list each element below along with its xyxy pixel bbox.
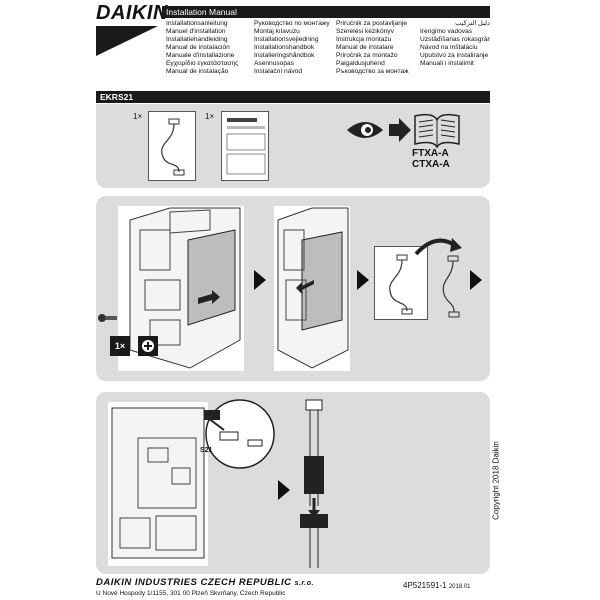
doc-date: 2018.01 [448,584,471,590]
language-title: Asennusopas [254,60,294,67]
wire-harness-icon [161,118,185,176]
harness-qty: 1× [133,112,143,121]
model-ctxa: CTXA-A [412,159,450,170]
read-manual-icon [347,113,460,149]
language-title: Montaj kılavuzu [254,28,300,35]
screw-qty: 1× [110,336,130,356]
language-title: Manual de instalação [166,68,229,75]
arrow-right-icon [278,480,290,500]
arrow-right-icon [357,270,369,290]
manual-title: Installation Manual [162,6,490,18]
screw-icon [98,314,117,322]
language-title: Uzstādīšanas rokasgrāmata [420,36,490,43]
language-title: Εγχειρίδιο εγκατάστασης [166,60,239,67]
model-bar: EKRS21 [96,91,490,103]
curved-arrow-icon [414,238,462,256]
arrow-right-icon [470,270,482,290]
wire-harness-icon [389,254,413,315]
language-title: Návod na inštaláciu [420,44,478,51]
copyright-text: Copyright 2018 Daikin [491,441,501,520]
language-title: Priročnik za montažo [336,52,398,59]
harness-card-step [374,246,428,320]
language-title: Ръководство за монтаж [336,68,409,75]
language-title: Manuale d'installazione [166,52,235,59]
company-name-suffix: s.r.o. [294,580,314,587]
language-title: Priručnik za postavljanje [336,20,408,27]
screwdriver-icon [138,336,158,356]
language-title: Installationshandbok [254,44,315,51]
language-title: Manuel d'installation [166,28,226,35]
brand-logo: DAIKIN [96,2,168,24]
language-list: Installationsanleitung Руководство по мон… [166,20,490,76]
language-title: Irengimo vadovas [420,28,473,35]
language-title: Szerelési kézikönyv [336,28,394,35]
corner-triangle [96,26,158,56]
unit-open-illustration [118,206,244,371]
manual-sheet [221,111,269,181]
language-title: Instrukcja montażu [336,36,392,43]
language-title: دليل التركيب [455,20,490,27]
pcb-illustration [108,399,275,566]
document-number: 4P521591-1 2018.01 [403,581,471,590]
language-title: Installatiehandleiding [166,36,228,43]
document-icon [226,118,266,175]
language-title: Uputstvo za instaliranje [420,52,489,59]
language-title: Installeringshåndbok [254,52,315,59]
compatible-models: FTXA-A CTXA-A [412,148,450,170]
company-address: U Nové Hospody 1/1155, 301 00 Plzeň Skvr… [96,590,286,597]
arrow-right-icon [254,270,266,290]
language-title [420,68,490,76]
loose-harness-icon [442,255,460,318]
language-title: Paigaldusjuhend [336,60,385,67]
language-title: Installationsvejledning [254,36,319,43]
language-title: Руководство по монтажу [254,20,330,27]
model-ftxa: FTXA-A [412,148,449,159]
connector-detail-illustration [300,399,328,568]
language-title: Manual de instalare [336,44,394,51]
language-title: Installationsanleitung [166,20,228,27]
company-name: DAIKIN INDUSTRIES CZECH REPUBLIC s.r.o. [96,577,314,588]
doc-number: 4P521591-1 [403,581,447,590]
company-name-main: DAIKIN INDUSTRIES CZECH REPUBLIC [96,577,292,588]
s21-connector-label: S21 [200,447,213,454]
language-title: Instalační návod [254,68,303,75]
manual-qty: 1× [205,112,215,121]
harness-card [148,111,196,181]
cover-removed-illustration [274,206,350,371]
language-title: Manuali i instalimit [420,60,474,67]
language-title: Manual de instalación [166,44,230,51]
